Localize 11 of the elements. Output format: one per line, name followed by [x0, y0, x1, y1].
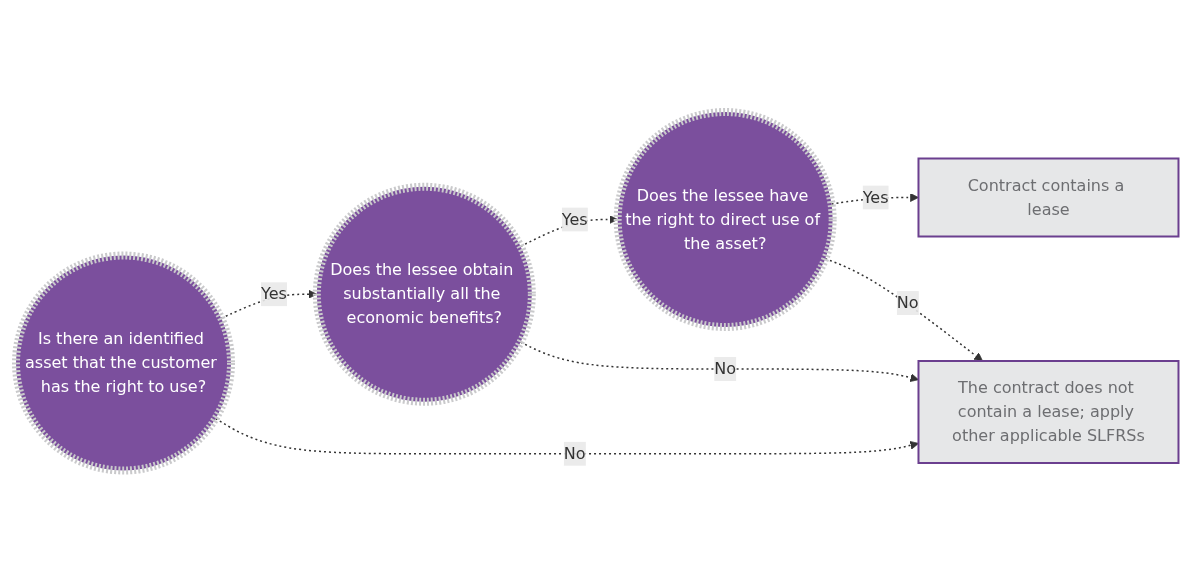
edge-label: Yes: [561, 209, 588, 229]
edge-label: Yes: [260, 284, 287, 304]
edge-label: Yes: [862, 187, 889, 207]
node-box: The contract does not contain a lease; apply other applicable SLFRSs: [917, 360, 1180, 465]
edge-label: No: [714, 359, 736, 379]
node-circle: Is there an identified asset that the customer has the right to use?: [11, 251, 235, 475]
edge-label: No: [896, 293, 919, 313]
edge-label: No: [563, 444, 586, 463]
node-box: Contract contains a lease: [917, 157, 1180, 238]
node-circle: Does the lessee obtain substantially all the economic benefits?: [312, 183, 536, 406]
node-circle: Does the lessee have the right to direct use of the asset?: [613, 108, 837, 332]
